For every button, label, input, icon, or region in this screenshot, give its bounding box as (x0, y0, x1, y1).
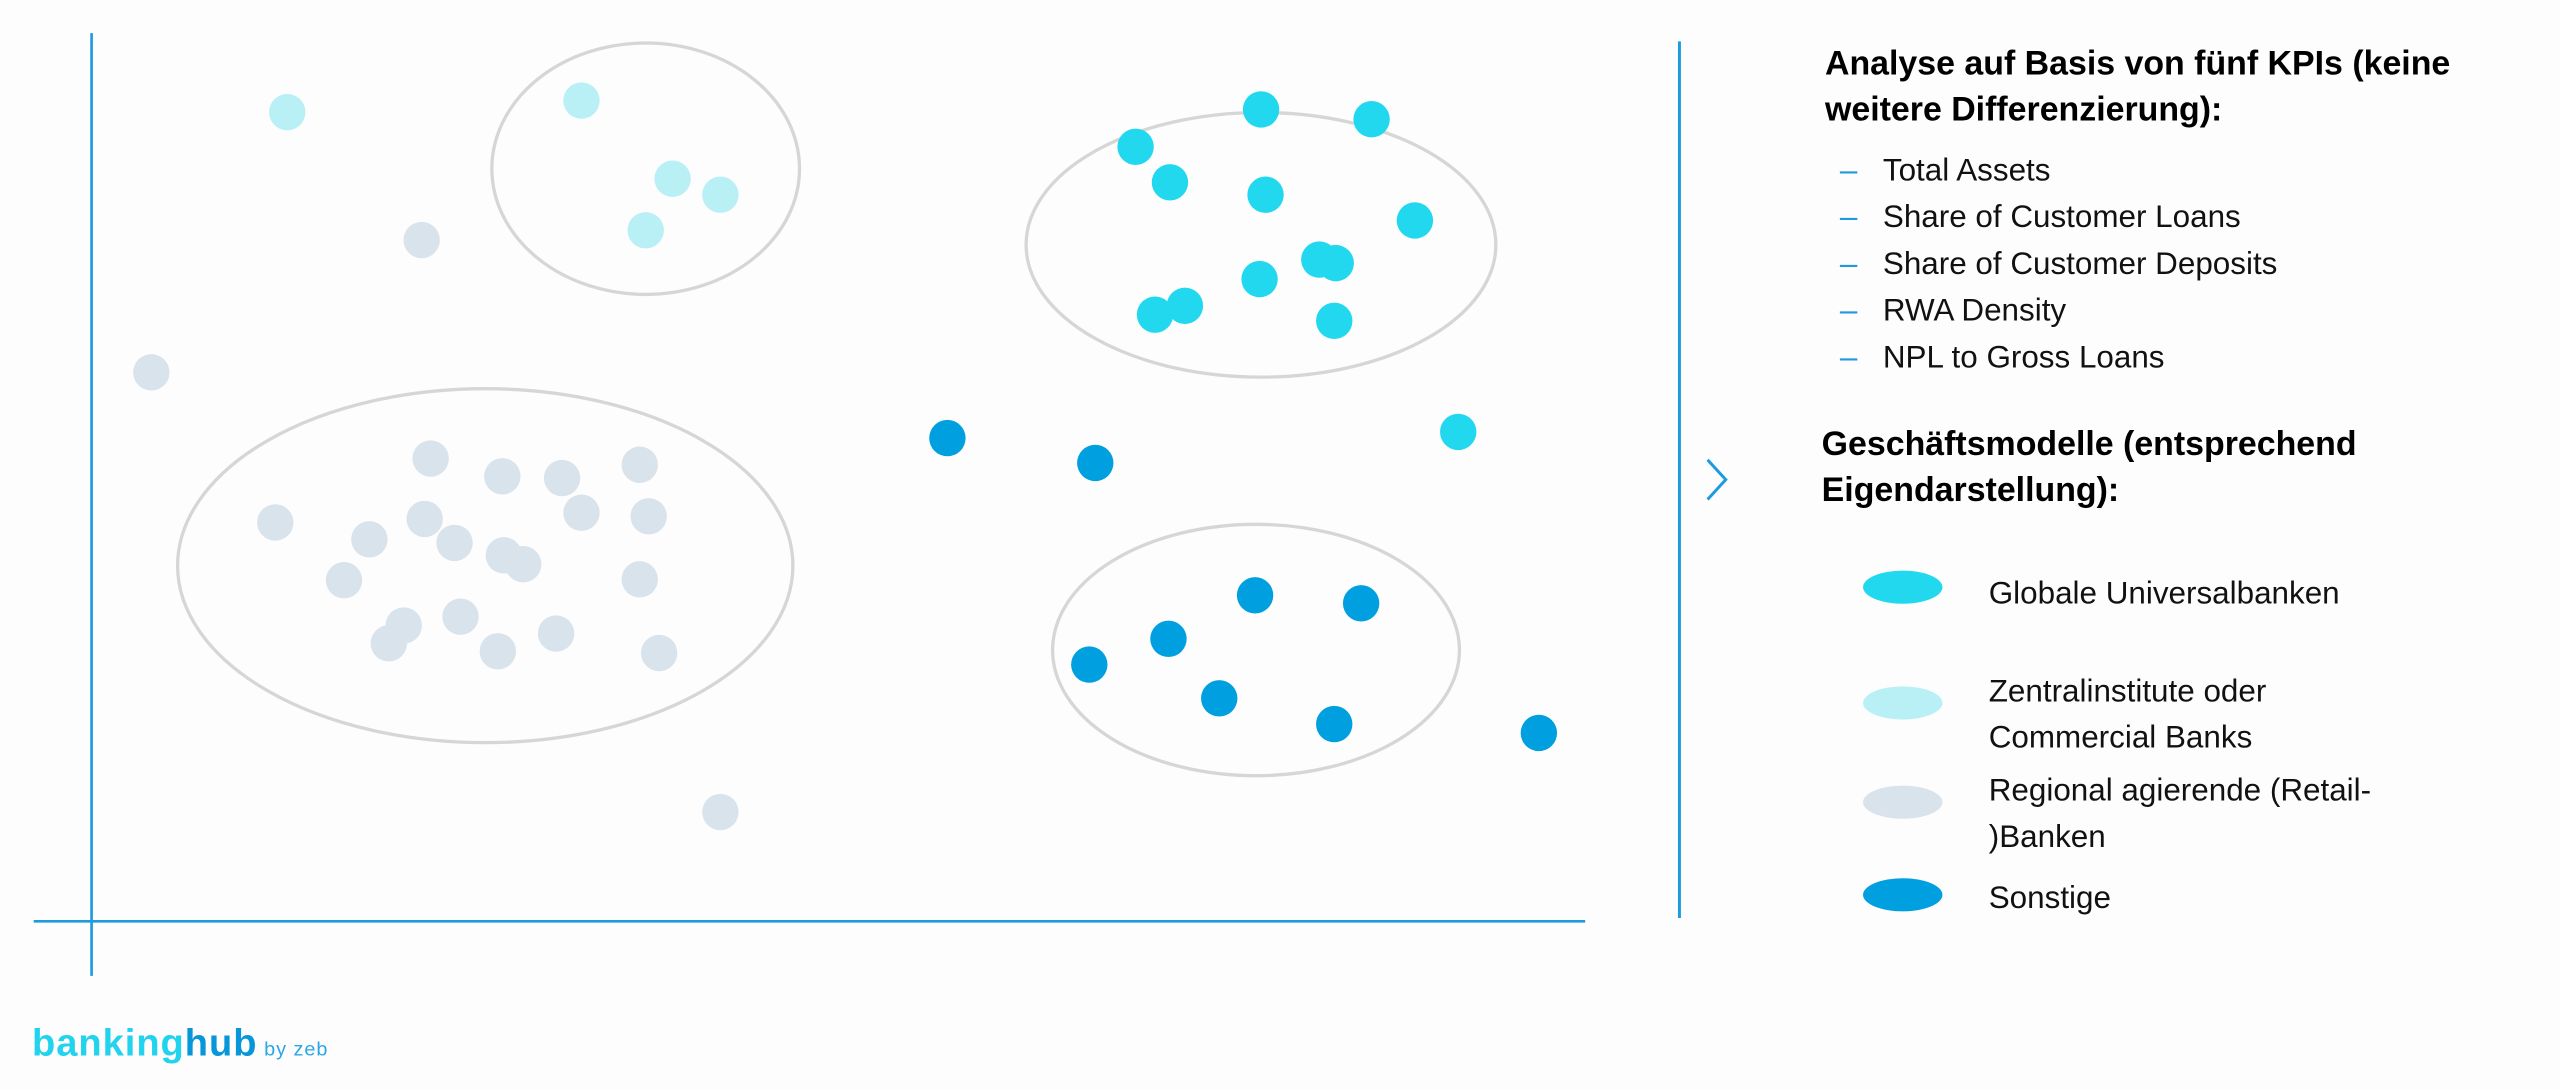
data-point-sonstige-1 (1077, 444, 1114, 482)
legend-swatch (1863, 785, 1943, 819)
data-point-regional-agierende-retail-banken-10 (563, 494, 600, 531)
data-point-globale-universalbanken-1 (1353, 101, 1390, 138)
kpi-item: NPL to Gross Loans (1883, 340, 2165, 375)
data-point-regional-agierende-retail-banken-4 (543, 459, 581, 497)
kpi-item: Share of Customer Loans (1883, 199, 2241, 234)
cluster-ellipse-sonstige (1050, 522, 1462, 778)
legend-label: Zentralinstitute oder (1989, 673, 2267, 708)
models-title: Geschäftsmodelle (entsprechend (1822, 425, 2357, 463)
legend-label: Globale Universalbanken (1989, 576, 2340, 611)
data-point-regional-agierende-retail-banken-8 (406, 500, 443, 538)
logo-banking: banking (32, 1022, 185, 1064)
kpi-title-cont: weitere Differenzierung): (1824, 91, 2222, 129)
data-point-regional-agierende-retail-banken-19 (370, 625, 408, 662)
legend: Globale UniversalbankenZentralinstitute … (1863, 570, 2371, 915)
chevron-right-icon (1706, 458, 1728, 501)
data-point-regional-agierende-retail-banken-7 (351, 521, 388, 558)
legend-swatch (1863, 570, 1943, 604)
models-title-cont: Eigendarstellung): (1822, 471, 2120, 509)
data-point-zentralinstitute-oder-commercial-banks-1 (563, 82, 600, 119)
data-point-regional-agierende-retail-banken-2 (412, 440, 449, 477)
data-point-globale-universalbanken-7 (1317, 244, 1354, 282)
data-point-regional-agierende-retail-banken-13 (505, 546, 542, 583)
legend-label: )Banken (1989, 819, 2106, 854)
data-point-sonstige-3 (1342, 585, 1380, 622)
data-point-regional-agierende-retail-banken-0 (403, 221, 440, 259)
data-point-regional-agierende-retail-banken-22 (702, 793, 739, 831)
logo-suffix: by zeb (264, 1038, 328, 1060)
cluster-ellipse-zentralinstitute (490, 41, 802, 297)
kpi-title: Analyse auf Basis von fünf KPIs (keine (1825, 44, 2450, 82)
data-point-sonstige-8 (1520, 714, 1558, 752)
data-point-globale-universalbanken-3 (1151, 164, 1189, 201)
data-point-regional-agierende-retail-banken-21 (640, 634, 678, 672)
data-point-zentralinstitute-oder-commercial-banks-3 (702, 176, 739, 213)
cluster-ellipse-regional (175, 387, 795, 745)
data-point-regional-agierende-retail-banken-14 (325, 562, 363, 599)
data-point-globale-universalbanken-8 (1241, 260, 1278, 298)
legend-label: Sonstige (1989, 880, 2111, 915)
data-point-regional-agierende-retail-banken-9 (436, 524, 473, 562)
cluster-ellipse-globale (1024, 110, 1498, 379)
data-point-globale-universalbanken-4 (1247, 176, 1284, 213)
data-point-globale-universalbanken-11 (1316, 302, 1353, 340)
data-point-globale-universalbanken-9 (1166, 287, 1204, 324)
data-point-regional-agierende-retail-banken-15 (621, 561, 658, 598)
data-point-regional-agierende-retail-banken-20 (479, 633, 517, 670)
data-point-globale-universalbanken-12 (1440, 413, 1477, 451)
data-point-sonstige-4 (1150, 620, 1187, 658)
legend-label: Regional agierende (Retail- (1989, 773, 2371, 808)
bullet-dash: – (1840, 340, 1858, 375)
data-point-regional-agierende-retail-banken-11 (630, 498, 667, 535)
bullet-dash: – (1840, 293, 1858, 328)
data-point-regional-agierende-retail-banken-5 (621, 446, 658, 483)
data-point-globale-universalbanken-0 (1242, 91, 1280, 128)
data-point-sonstige-7 (1316, 705, 1353, 743)
bullet-dash: – (1840, 199, 1858, 234)
kpi-item: Share of Customer Deposits (1883, 246, 2278, 281)
data-point-zentralinstitute-oder-commercial-banks-0 (269, 93, 306, 131)
data-point-regional-agierende-retail-banken-17 (442, 598, 479, 635)
logo: bankinghub by zeb (32, 1022, 328, 1064)
logo-hub: hub (185, 1022, 258, 1064)
legend-swatch (1863, 878, 1943, 912)
bullet-dash: – (1840, 246, 1858, 281)
legend-swatch (1863, 686, 1943, 720)
data-point-sonstige-6 (1201, 680, 1238, 717)
data-point-globale-universalbanken-5 (1396, 202, 1434, 239)
data-point-regional-agierende-retail-banken-3 (484, 458, 521, 495)
data-point-globale-universalbanken-2 (1117, 128, 1154, 165)
data-point-regional-agierende-retail-banken-1 (133, 354, 170, 391)
kpi-item: Total Assets (1883, 152, 2051, 187)
data-point-regional-agierende-retail-banken-18 (537, 615, 575, 652)
data-point-sonstige-0 (929, 419, 966, 457)
scatter-points (133, 82, 1558, 831)
data-point-zentralinstitute-oder-commercial-banks-4 (627, 212, 664, 249)
data-point-sonstige-5 (1071, 646, 1108, 683)
data-point-sonstige-2 (1236, 577, 1274, 614)
data-point-globale-universalbanken-10 (1136, 296, 1174, 333)
data-point-zentralinstitute-oder-commercial-banks-2 (654, 160, 691, 197)
legend-label: Commercial Banks (1989, 720, 2253, 755)
bullet-dash: – (1840, 152, 1858, 187)
kpi-item: RWA Density (1883, 293, 2067, 328)
data-point-regional-agierende-retail-banken-6 (257, 504, 294, 541)
